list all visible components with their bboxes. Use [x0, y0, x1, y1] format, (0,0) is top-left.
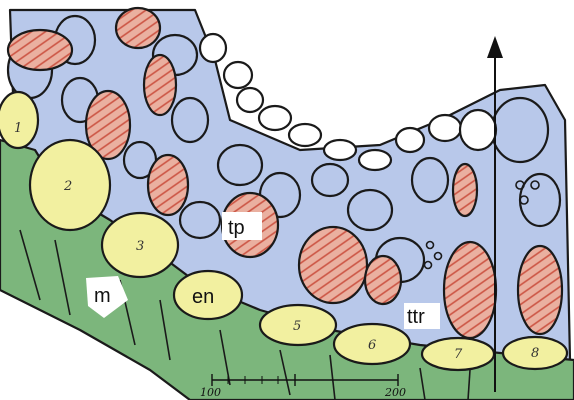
label-ttr: ttr [407, 306, 425, 328]
cell-number-1: 1 [14, 121, 22, 136]
scale-label-start: 100 [200, 386, 221, 399]
cell-number-2: 2 [63, 179, 72, 194]
cell-number-3: 3 [136, 239, 144, 254]
cell-number-6: 6 [368, 338, 376, 353]
scale-label-end: 200 [384, 386, 406, 399]
label-en: en [192, 286, 214, 308]
label-tp: tp [228, 217, 245, 239]
cell-number-7: 7 [454, 347, 463, 362]
label-m: m [94, 285, 111, 307]
cell-number-8: 8 [531, 346, 539, 361]
cell-number-5: 5 [293, 319, 301, 334]
axis-arrowhead [487, 36, 503, 58]
